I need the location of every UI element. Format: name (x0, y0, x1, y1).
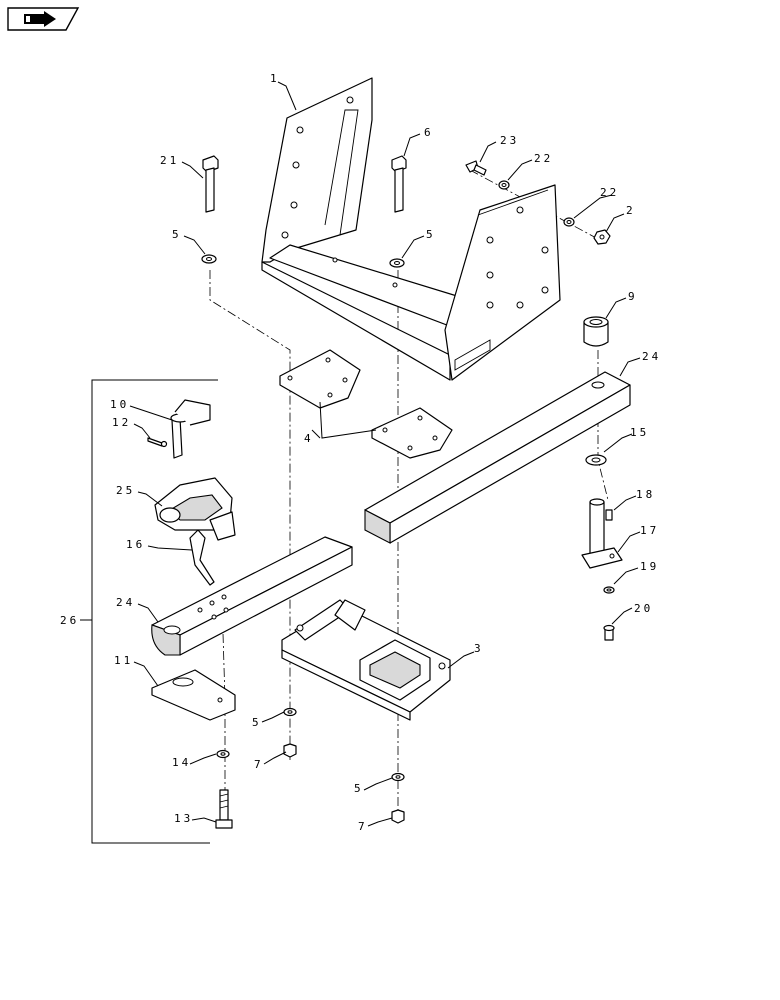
callout-3: 3 (474, 642, 484, 655)
bolt-21 (202, 155, 219, 213)
callout-5-upper-left: 5 (172, 228, 182, 241)
callout-5-lower-mid: 5 (354, 782, 364, 795)
drawbar-24-right (364, 371, 631, 544)
callout-18: 18 (636, 488, 655, 501)
callout-labels: 1 2 3 4 5 5 5 5 6 7 7 9 10 11 12 13 14 1… (60, 72, 661, 833)
callout-11: 11 (114, 654, 133, 667)
washer-15 (585, 454, 607, 466)
callout-24-right: 24 (642, 350, 661, 363)
callout-2: 2 (626, 204, 636, 217)
washer-14 (216, 749, 230, 759)
callout-10: 10 (110, 398, 129, 411)
callout-20: 20 (634, 602, 653, 615)
bolt-23 (465, 160, 487, 176)
callout-21: 21 (160, 154, 179, 167)
callout-6: 6 (424, 126, 434, 139)
washer-5-lower-mid (391, 772, 405, 782)
callout-19: 19 (640, 560, 659, 573)
bushing-9 (583, 316, 609, 347)
callout-7-lower-mid: 7 (358, 820, 368, 833)
callout-5-upper-mid: 5 (426, 228, 436, 241)
washer-19 (603, 586, 615, 594)
washer-5-upper-left (201, 254, 217, 264)
callout-9: 9 (628, 290, 638, 303)
drawbar-24-left (151, 536, 353, 656)
callout-16: 16 (126, 538, 145, 551)
washer-22-upper (498, 180, 510, 190)
main-bracket (261, 77, 561, 381)
callout-12: 12 (112, 416, 131, 429)
callout-24-left: 24 (116, 596, 135, 609)
clip-pin-12 (147, 437, 168, 448)
callout-4: 4 (304, 432, 314, 445)
callout-22-upper: 22 (534, 152, 553, 165)
callout-15: 15 (630, 426, 649, 439)
pin-17 (581, 498, 623, 569)
washer-22-lower (563, 217, 575, 227)
callout-1: 1 (270, 72, 280, 85)
callout-25: 25 (116, 484, 135, 497)
callout-5-lower-left: 5 (252, 716, 262, 729)
callout-13: 13 (174, 812, 193, 825)
washer-5-upper-mid (389, 258, 405, 268)
callout-14: 14 (172, 756, 191, 769)
callout-7-lower-left: 7 (254, 758, 264, 771)
nut-7-lower-left (283, 743, 297, 758)
group-bracket-26 (91, 379, 218, 844)
plate-4-left (279, 349, 361, 409)
center-line-lower-pin (221, 599, 226, 800)
callout-23: 23 (500, 134, 519, 147)
bolt-20 (603, 624, 615, 641)
pin-18 (605, 509, 613, 521)
washer-5-lower-left (283, 707, 297, 717)
callout-26: 26 (60, 614, 79, 627)
spring-clip-16 (189, 529, 215, 586)
plate-4-right (371, 407, 453, 459)
leader-lines (80, 81, 641, 827)
hitch-plate-11 (151, 669, 236, 721)
callout-22-lower: 22 (600, 186, 619, 199)
callout-17: 17 (640, 524, 659, 537)
navigation-icon[interactable] (7, 7, 80, 31)
nut-7-lower-mid (391, 809, 405, 824)
bolt-13 (215, 789, 233, 829)
nut-2 (593, 229, 611, 245)
hitch-jaw-25 (154, 477, 236, 541)
support-base-3 (281, 599, 451, 721)
bolt-6 (391, 155, 407, 213)
hitch-pin-10 (170, 399, 211, 459)
